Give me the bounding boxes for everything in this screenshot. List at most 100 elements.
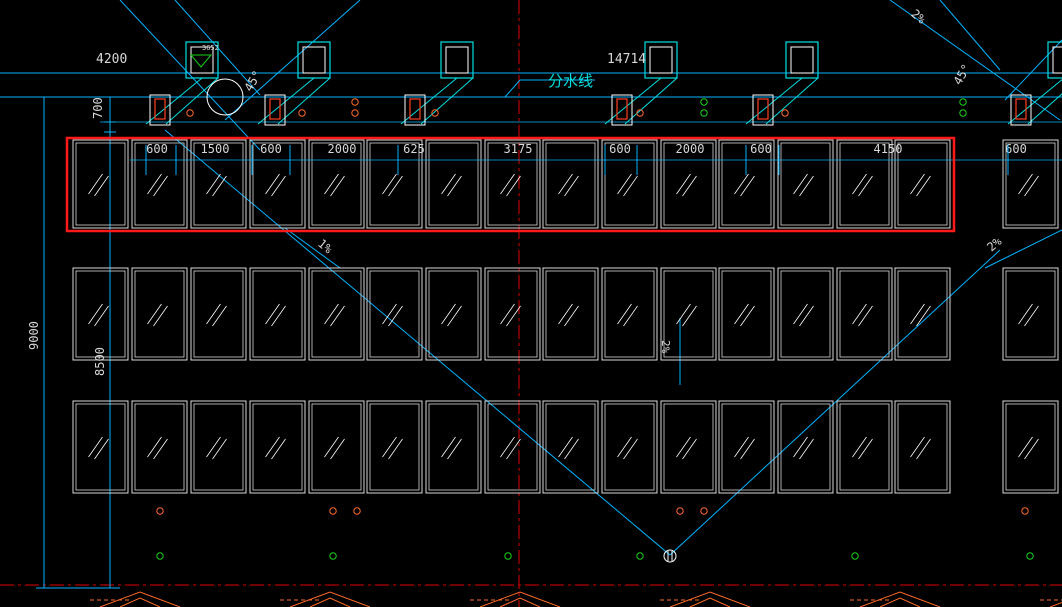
marker-dot: [676, 507, 684, 515]
solar-panel: [249, 139, 306, 229]
gutter-box: [145, 41, 219, 125]
marker-dot: [959, 109, 967, 117]
dim-label-left: 4200: [96, 52, 127, 67]
gutter-box: [604, 41, 678, 125]
row-dim-label-d11: 600: [1005, 142, 1027, 156]
solar-panel: [131, 400, 188, 494]
solar-panel: [484, 400, 541, 494]
marker-dot: [431, 109, 439, 117]
marker-dot: [329, 552, 337, 560]
solar-panel: [308, 139, 365, 229]
solar-panel: [718, 267, 775, 361]
side-dim-9000: 9000: [27, 321, 41, 350]
slope-label-2: 1%: [315, 236, 336, 257]
marker-dot: [700, 98, 708, 106]
marker-dot: [329, 507, 337, 515]
solar-panel: [894, 139, 951, 229]
marker-dot: [351, 98, 359, 106]
row-dim-label-d2: 1500: [201, 142, 230, 156]
downspout: [264, 94, 286, 126]
marker-dot: [636, 552, 644, 560]
marker-dot: [636, 109, 644, 117]
row-dim-label-d8: 2000: [676, 142, 705, 156]
solar-panel: [249, 267, 306, 361]
slope-label-4: 2%: [659, 340, 672, 354]
solar-panel: [836, 400, 893, 494]
marker-dot: [851, 552, 859, 560]
solar-panel: [777, 139, 834, 229]
solar-panel: [836, 267, 893, 361]
downspout: [1010, 94, 1032, 126]
solar-panel: [131, 267, 188, 361]
slope-label-3: 2%: [984, 234, 1005, 255]
solar-panel: [660, 267, 717, 361]
row-dim-label-d1: 600: [146, 142, 168, 156]
solar-panel: [72, 267, 129, 361]
solar-panel: [484, 139, 541, 229]
downspout: [611, 94, 633, 126]
row-dim-label-d9: 600: [750, 142, 772, 156]
solar-panel: [131, 139, 188, 229]
gutter-box: [1007, 41, 1062, 125]
solar-panel: [425, 139, 482, 229]
solar-panel: [308, 400, 365, 494]
marker-dot: [1026, 552, 1034, 560]
solar-panel: [894, 267, 951, 361]
row-dim-label-d10: 4150: [874, 142, 903, 156]
marker-dots: [156, 98, 1034, 560]
gutter-box: [745, 41, 819, 125]
side-dim-8500: 8500: [93, 347, 107, 376]
solar-panel: [660, 400, 717, 494]
solar-panel: [72, 400, 129, 494]
outlet-circle: [206, 78, 244, 116]
downspout: [404, 94, 426, 126]
solar-panel: [366, 267, 423, 361]
solar-panel: [601, 400, 658, 494]
solar-panel: [601, 267, 658, 361]
solar-panel: [72, 139, 129, 229]
downspout: [752, 94, 774, 126]
gutter-box: [400, 41, 474, 125]
row-dim-label-d3: 600: [260, 142, 282, 156]
gutter-box: [257, 41, 331, 125]
marker-dot: [700, 109, 708, 117]
solar-panel: [190, 267, 247, 361]
marker-dot: [186, 109, 194, 117]
side-dim-700: 700: [91, 97, 105, 119]
marker-dot: [504, 552, 512, 560]
marker-dot: [298, 109, 306, 117]
marker-dot: [156, 507, 164, 515]
selection-highlight-box[interactable]: [65, 136, 956, 233]
solar-panel: [1002, 400, 1059, 494]
solar-panel: [190, 139, 247, 229]
solar-panel: [894, 400, 951, 494]
angle-label-2: 45°: [951, 62, 974, 88]
marker-dot: [781, 109, 789, 117]
roof-drains: [145, 41, 1062, 126]
marker-dot: [1021, 507, 1029, 515]
solar-panel: [542, 139, 599, 229]
dim-label-mid: 14714: [607, 52, 646, 67]
solar-panel: [1002, 267, 1059, 361]
row-dim-label-d4: 2000: [328, 142, 357, 156]
slope-label-1: 2%: [908, 7, 929, 28]
row-dim-label-d5: 625: [403, 142, 425, 156]
solar-panel: [836, 139, 893, 229]
dim-label-small: 3652: [202, 44, 219, 52]
solar-panel: [484, 267, 541, 361]
solar-panel-array: [72, 139, 1059, 494]
solar-panel: [777, 400, 834, 494]
solar-panel: [542, 400, 599, 494]
solar-panel: [308, 267, 365, 361]
solar-panel: [366, 139, 423, 229]
row-dim-label-d7: 600: [609, 142, 631, 156]
solar-panel: [366, 400, 423, 494]
solar-panel: [660, 139, 717, 229]
solar-panel: [777, 267, 834, 361]
bottom-outlet: [663, 549, 677, 563]
marker-dot: [156, 552, 164, 560]
level-marker: [189, 54, 213, 68]
ridge-label: 分水线: [548, 72, 593, 90]
